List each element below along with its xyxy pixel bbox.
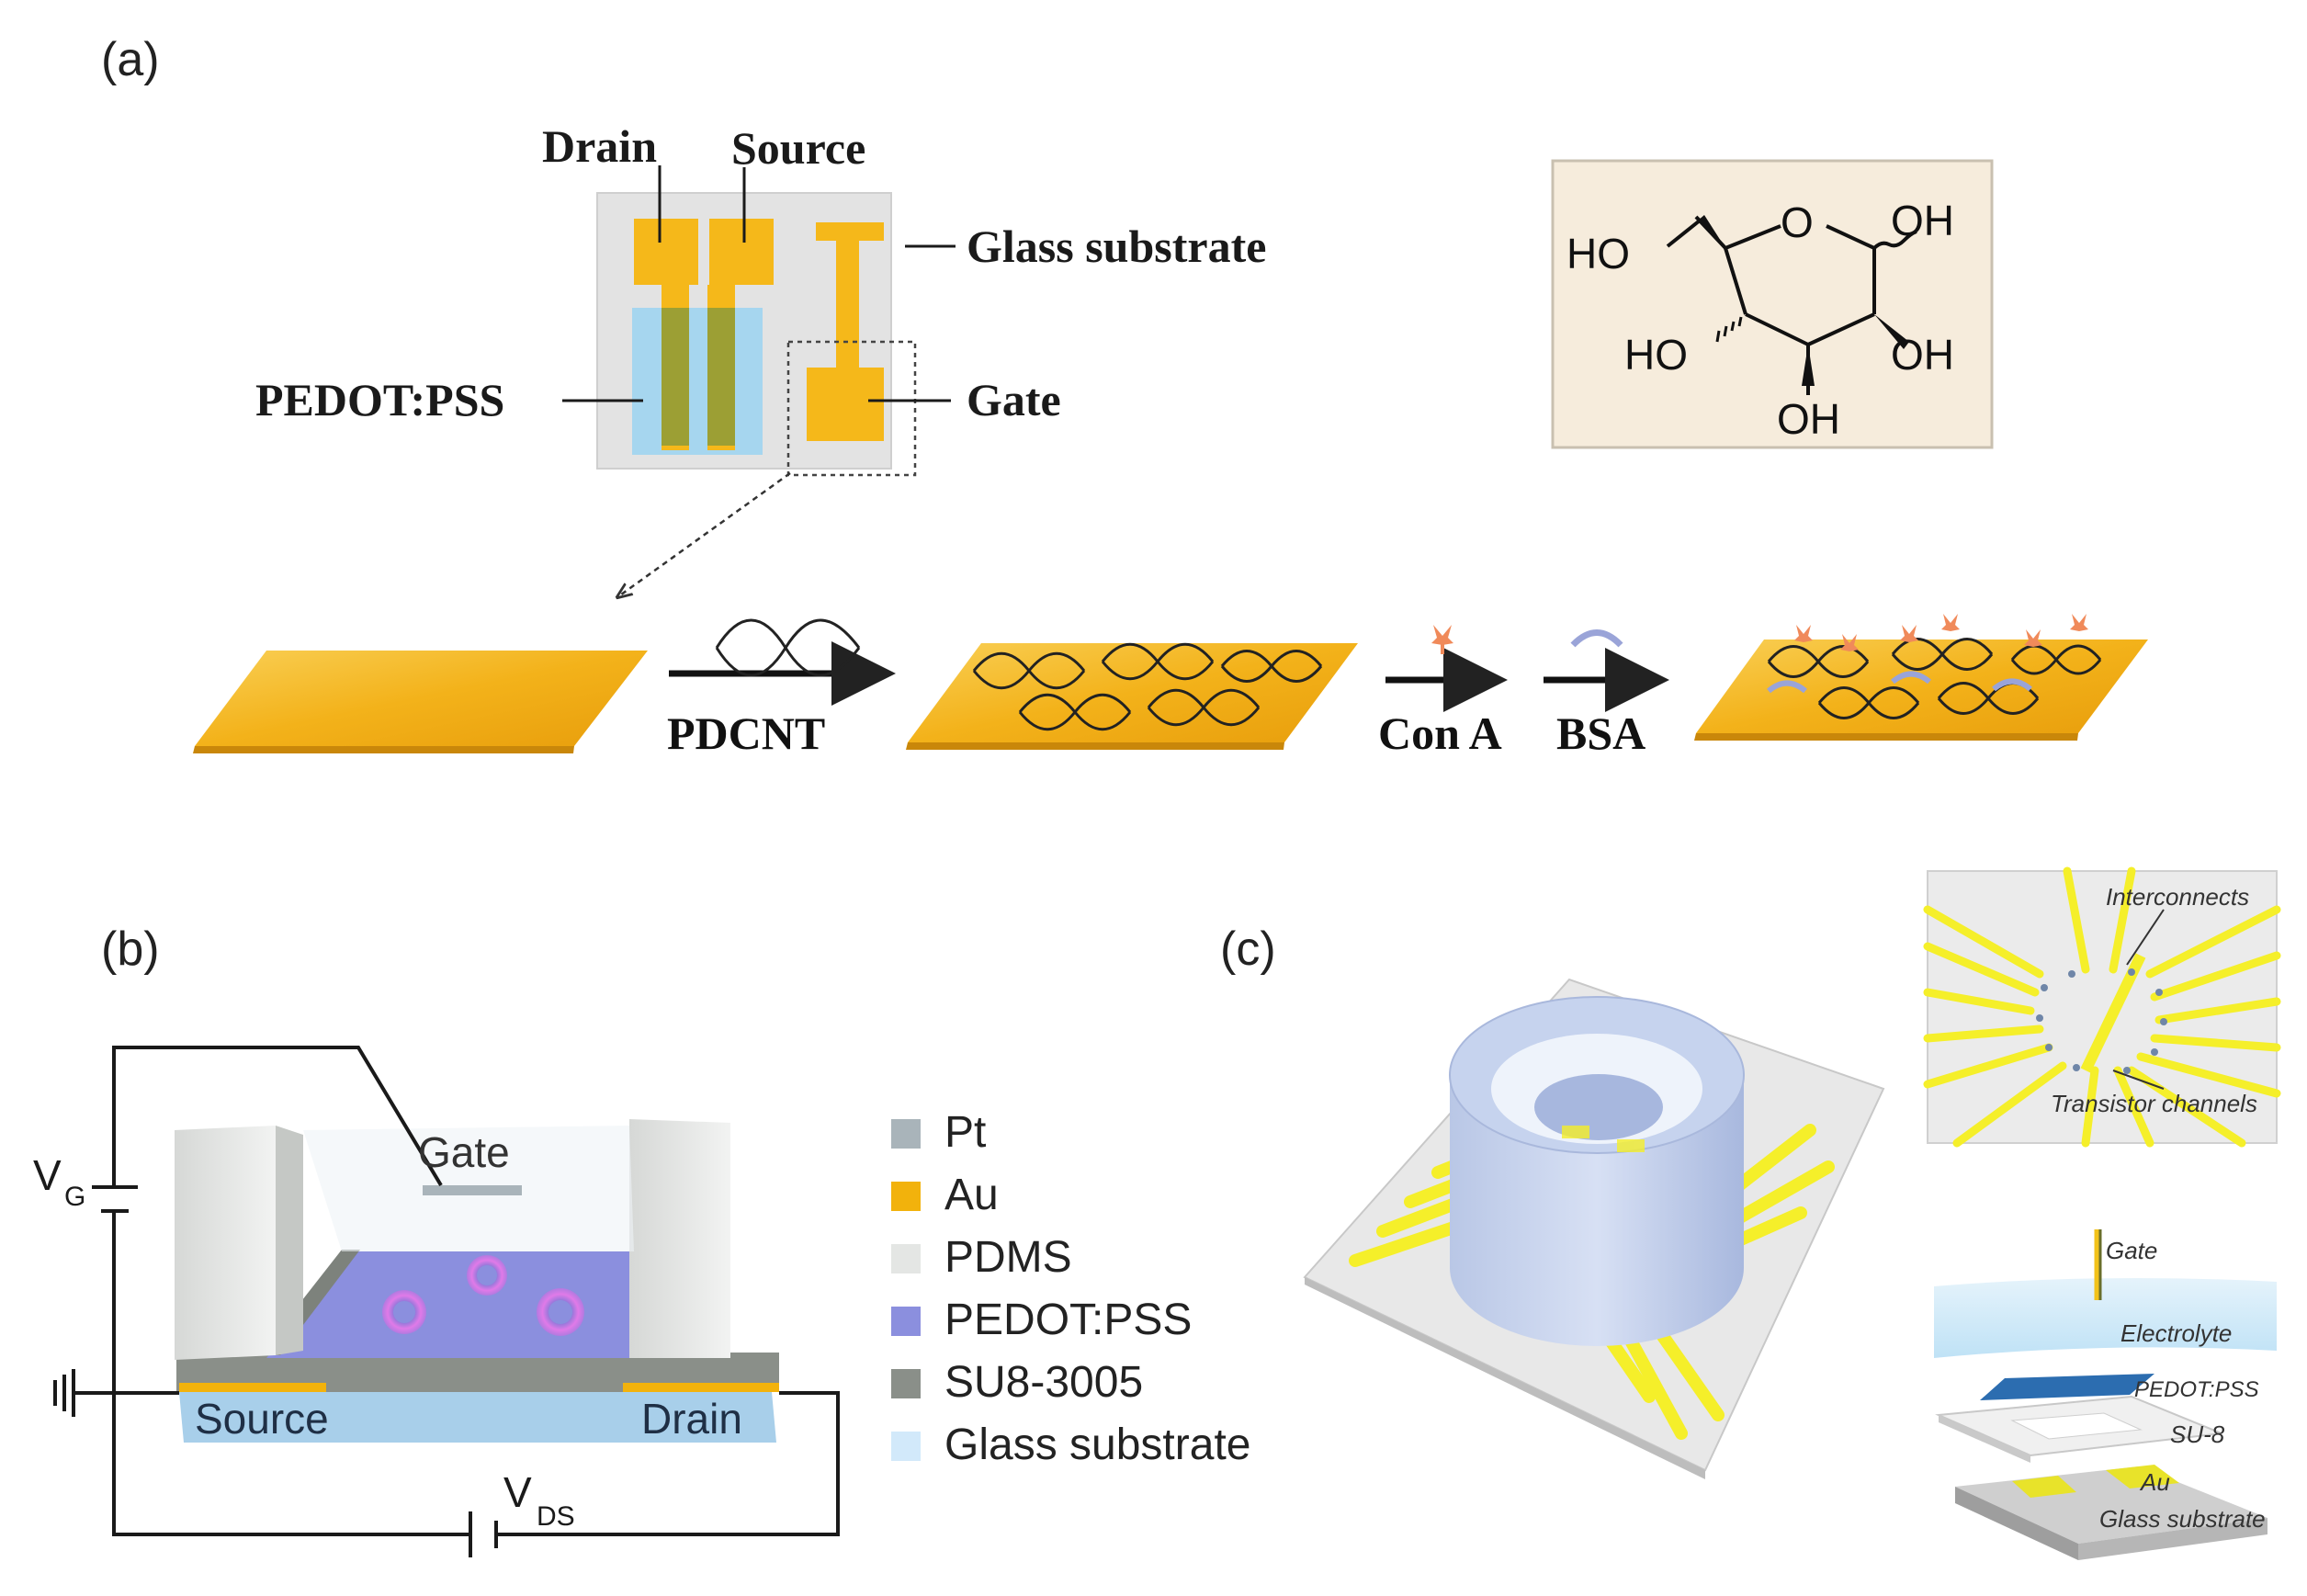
b-pdms-right: [629, 1119, 730, 1358]
legend-swatch-pedot: [891, 1307, 921, 1336]
panel-label-a: (a): [101, 33, 160, 86]
mol-ho-left: HO: [1566, 230, 1630, 277]
c-electrolyte: [1934, 1278, 2277, 1358]
c-interconnect-inset: Interconnects Transistor channels: [1923, 866, 2281, 1148]
b-drain-label: Drain: [641, 1395, 742, 1443]
mol-oh-right: OH: [1891, 197, 1954, 244]
label-drain: Drain: [542, 120, 657, 172]
b-su8: [176, 1353, 779, 1392]
gate-zoom-box: [786, 340, 917, 477]
c-label-transistor-channels: Transistor channels: [2051, 1090, 2257, 1117]
label-gate: Gate: [967, 374, 1061, 425]
c-label-su8: SU-8: [2170, 1421, 2225, 1448]
b-vds-label: V: [503, 1468, 532, 1516]
mol-ho-mid: HO: [1624, 331, 1688, 379]
pedot-channel: [632, 308, 763, 455]
cnt-icon: [715, 618, 861, 677]
cnt-network: [972, 642, 1323, 731]
legend-swatch-su8: [891, 1369, 921, 1398]
legend-label-au: Au: [944, 1171, 999, 1219]
c-au-1: [2012, 1476, 2076, 1498]
c-label-gate: Gate: [2106, 1237, 2157, 1264]
mol-ring-o: O: [1781, 198, 1814, 246]
legend-swatch-pt: [891, 1119, 921, 1149]
b-au-source: [179, 1383, 326, 1392]
bsa-icon: [1570, 629, 1623, 648]
b-au-drain: [623, 1383, 779, 1392]
cnt-gate-slab: [908, 643, 1358, 742]
gate-electrode: [807, 222, 884, 441]
molecule-box: [1551, 159, 1994, 449]
c-ring-hole: [1534, 1074, 1663, 1140]
mol-oh-bottom: OH: [1777, 395, 1840, 443]
legend-label-su8: SU8-3005: [944, 1358, 1143, 1407]
b-vg-sub: G: [64, 1182, 85, 1212]
label-source: Source: [731, 122, 865, 174]
b-glass: [179, 1392, 776, 1443]
c-label-pedot: PEDOT:PSS: [2134, 1377, 2259, 1402]
c-label-electrolyte: Electrolyte: [2120, 1319, 2232, 1347]
c-layer-stack: Gate Electrolyte PEDOT:PSS SU-8 Au Glass…: [1934, 1229, 2277, 1560]
label-con-a: Con A: [1378, 707, 1502, 759]
device-chip: [596, 192, 917, 477]
functionalization-sequence: PDCNT Con A BSA: [193, 614, 2148, 759]
c-label-glass: Glass substrate: [2099, 1505, 2266, 1533]
source-overlap: [707, 308, 735, 446]
b-pedot: [266, 1251, 703, 1358]
c-label-interconnects: Interconnects: [2106, 883, 2249, 911]
mol-oh-mid: OH: [1891, 331, 1954, 379]
b-pdms-left: [175, 1126, 276, 1360]
legend-swatch-glass: [891, 1432, 921, 1461]
legend-label-pedot: PEDOT:PSS: [944, 1296, 1192, 1344]
b-vds-sub: DS: [537, 1501, 575, 1532]
glucose-structure: HO O OH HO OH OH: [1551, 159, 1994, 449]
final-gate-slab: [1696, 640, 2148, 733]
drain-overlap: [662, 308, 689, 446]
bsa-bound: [1767, 671, 2032, 694]
con-a-icon: [1431, 625, 1453, 654]
b-pt-gate: [423, 1185, 522, 1195]
label-bsa: BSA: [1556, 707, 1645, 759]
legend-swatch-au: [891, 1182, 921, 1211]
label-glass-substrate: Glass substrate: [967, 221, 1266, 272]
legend-label-pdms: PDMS: [944, 1233, 1072, 1282]
c-pedot: [1980, 1374, 2154, 1400]
zoom-arrow: [617, 471, 791, 597]
b-circuit: [53, 1046, 840, 1557]
c-device-3d: [1303, 978, 1885, 1479]
legend-swatch-pdms: [891, 1244, 921, 1273]
b-vg-label: V: [33, 1151, 62, 1199]
panel-label-b: (b): [101, 923, 160, 976]
otft-cross-section: [175, 1119, 779, 1443]
legend-label-pt: Pt: [944, 1108, 986, 1157]
b-gate-label: Gate: [418, 1128, 510, 1176]
b-legend: Pt Au PDMS PEDOT:PSS SU8-3005 Glass subs…: [891, 1108, 1250, 1469]
legend-label-glass: Glass substrate: [944, 1421, 1250, 1469]
b-source-label: Source: [195, 1395, 329, 1443]
label-pedot-pss: PEDOT:PSS: [255, 374, 504, 425]
c-au-2: [2106, 1465, 2179, 1488]
con-a-bound: [1794, 614, 2088, 651]
panel-label-c: (c): [1220, 923, 1276, 976]
label-pdcnt: PDCNT: [667, 707, 825, 759]
c-label-au: Au: [2139, 1468, 2170, 1496]
bare-gate-slab: [195, 651, 648, 746]
c-inset-traces: [1923, 866, 2281, 1148]
